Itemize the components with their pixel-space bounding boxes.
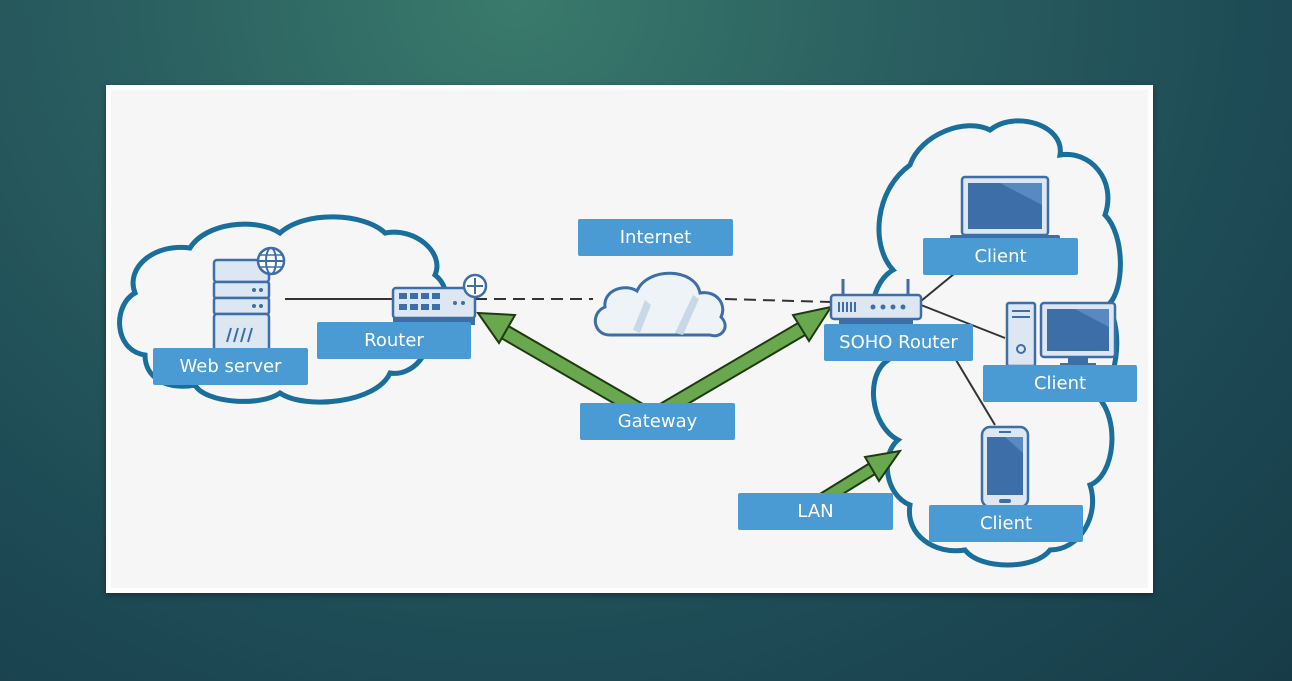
globe-icon xyxy=(256,246,286,276)
client-desktop-label: Client xyxy=(983,365,1137,402)
internet-label: Internet xyxy=(578,219,733,256)
soho-router-label: SOHO Router xyxy=(824,324,973,361)
server-icon xyxy=(212,258,271,352)
network-diagram xyxy=(117,118,1123,568)
internet-soho-link xyxy=(724,298,832,303)
switch-router-icon xyxy=(391,273,488,325)
desktop-icon xyxy=(1005,301,1117,368)
gateway-arrow-left xyxy=(476,311,653,422)
soho-phone-link xyxy=(952,354,996,426)
gateway-arrow-right xyxy=(650,305,834,422)
diagram-panel xyxy=(106,85,1153,593)
lan-label: LAN xyxy=(738,493,893,530)
client-laptop-label: Client xyxy=(923,238,1078,275)
internet-cloud-icon xyxy=(594,271,727,338)
router-label: Router xyxy=(317,322,471,359)
smartphone-icon xyxy=(980,425,1030,509)
client-phone-label: Client xyxy=(929,505,1083,542)
soho-router-icon xyxy=(829,279,923,326)
soho-desktop-link xyxy=(920,304,1006,339)
left-network-cloud xyxy=(117,214,449,405)
web-server-label: Web server xyxy=(153,348,308,385)
gateway-label: Gateway xyxy=(580,403,735,440)
laptop-icon xyxy=(950,175,1060,242)
